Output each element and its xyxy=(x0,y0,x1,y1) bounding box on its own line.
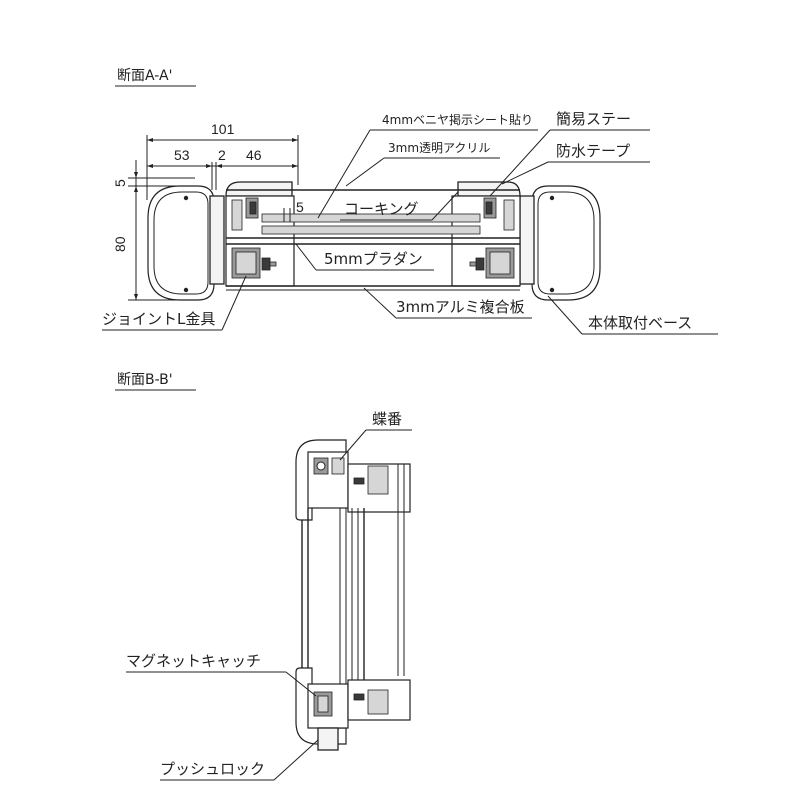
dimension-top-offset: 5 xyxy=(112,179,128,187)
section-b-top-housing xyxy=(295,439,411,521)
label-caulking: コーキング xyxy=(344,200,419,218)
section-b-panel xyxy=(301,508,405,684)
label-hinge: 蝶番 xyxy=(372,410,402,428)
label-acrylic: 3mm透明アクリル xyxy=(388,141,490,155)
dimension-overall-width: 101 xyxy=(211,121,235,137)
section-a-leaders xyxy=(102,129,718,335)
label-waterproof-tape: 防水テープ xyxy=(556,142,630,160)
right-end-cap xyxy=(519,185,601,301)
label-stay: 簡易ステー xyxy=(556,110,631,128)
label-aluminum-composite: 3mmアルミ複合板 xyxy=(396,298,525,316)
left-end-cap xyxy=(147,185,225,301)
dimension-left-width: 53 xyxy=(174,147,190,163)
section-b-group: 断面B-B' xyxy=(115,372,412,781)
label-magnet-catch: マグネットキャッチ xyxy=(126,652,261,670)
section-b-bottom-housing xyxy=(295,667,411,751)
label-plastic-cardboard: 5mmプラダン xyxy=(324,250,423,268)
dimension-inner-gap: 5 xyxy=(296,199,304,215)
dimension-gap: 2 xyxy=(218,147,226,163)
section-a-title: 断面A-A' xyxy=(117,68,172,84)
label-base: 本体取付ベース xyxy=(588,314,692,332)
dimension-lines-top xyxy=(146,135,299,200)
dimension-right-width: 46 xyxy=(246,147,262,163)
section-b-title: 断面B-B' xyxy=(117,372,173,388)
section-b-leaders xyxy=(126,429,412,781)
section-a-group: 断面A-A' 101 53 2 46 xyxy=(102,68,718,335)
dimension-height: 80 xyxy=(112,236,128,252)
label-veneer-sheet: 4mmベニヤ掲示シート貼り xyxy=(382,112,533,127)
label-push-lock: プッシュロック xyxy=(160,760,265,778)
panel-body xyxy=(225,181,521,291)
label-joint-bracket: ジョイントL金具 xyxy=(102,310,215,328)
